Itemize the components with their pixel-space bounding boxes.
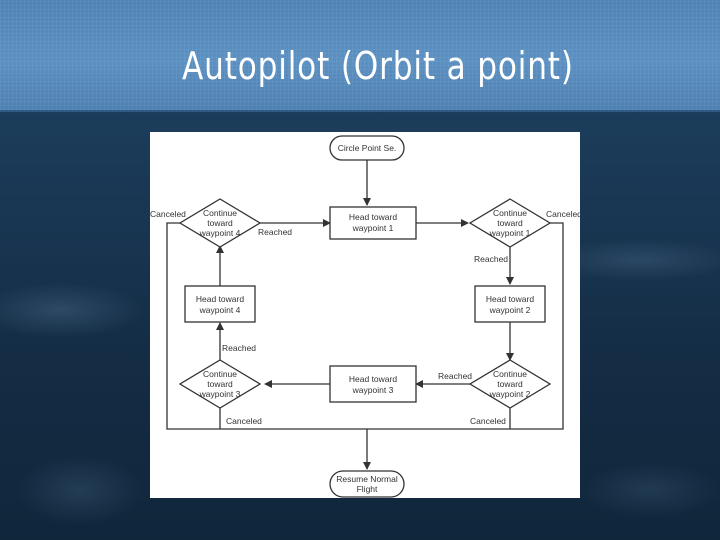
head-waypoint-2-line1: Head toward: [486, 294, 534, 304]
continue-waypoint-4-diamond: [178, 198, 262, 248]
continue-waypoint-2-line3: waypoint 2: [489, 389, 531, 399]
head-waypoint-3-line1: Head toward: [349, 374, 397, 384]
flowchart: Circle Point Se. Head toward waypoint 1 …: [150, 135, 580, 498]
head-waypoint-1-line2: waypoint 1: [352, 223, 394, 233]
flowchart-panel: Circle Point Se. Head toward waypoint 1 …: [150, 132, 580, 498]
title-band: Autopilot (Orbit a point): [0, 0, 720, 112]
head-waypoint-2-box: [474, 285, 546, 323]
continue-waypoint-1-line2: toward: [497, 218, 523, 228]
edge-label-canceled-right: Canceled: [546, 209, 580, 219]
continue-waypoint-2-diamond: [468, 359, 552, 409]
edge-label-canceled-bottom-right: Canceled: [470, 416, 506, 426]
edge-label-reached-wp3: Reached: [222, 343, 256, 353]
continue-waypoint-3-line1: Continue: [203, 369, 237, 379]
continue-waypoint-4-line3: waypoint 4: [199, 228, 241, 238]
end-terminal: [329, 470, 405, 498]
continue-waypoint-2-line2: toward: [497, 379, 523, 389]
edge-label-reached-wp1: Reached: [474, 254, 508, 264]
head-waypoint-4-box: [184, 285, 256, 323]
start-terminal: [329, 135, 405, 161]
head-waypoint-4-line2: waypoint 4: [199, 305, 241, 315]
continue-waypoint-2-line1: Continue: [493, 369, 527, 379]
continue-waypoint-3-diamond: [178, 359, 262, 409]
continue-waypoint-3-line2: toward: [207, 379, 233, 389]
edge-label-reached-wp2: Reached: [438, 371, 472, 381]
end-terminal-line2: Flight: [357, 484, 378, 494]
continue-waypoint-1-line3: waypoint 1: [489, 228, 531, 238]
continue-waypoint-4-line1: Continue: [203, 208, 237, 218]
head-waypoint-2-line2: waypoint 2: [489, 305, 531, 315]
head-waypoint-3-line2: waypoint 3: [352, 385, 394, 395]
continue-waypoint-3-line3: waypoint 3: [199, 389, 241, 399]
start-terminal-label: Circle Point Se.: [338, 143, 397, 153]
head-waypoint-4-line1: Head toward: [196, 294, 244, 304]
head-waypoint-1-box: [329, 206, 417, 240]
end-terminal-line1: Resume Normal: [336, 474, 398, 484]
edge-label-canceled-bottom-left: Canceled: [226, 416, 262, 426]
head-waypoint-3-box: [329, 365, 417, 403]
slide-title: Autopilot (Orbit a point): [182, 44, 574, 88]
flowchart-edges: [166, 160, 564, 470]
continue-waypoint-4-line2: toward: [207, 218, 233, 228]
head-waypoint-1-line1: Head toward: [349, 212, 397, 222]
edge-label-canceled-left: Canceled: [150, 209, 186, 219]
continue-waypoint-1-diamond: [468, 198, 552, 248]
edge-label-reached-wp4: Reached: [258, 227, 292, 237]
continue-waypoint-1-line1: Continue: [493, 208, 527, 218]
